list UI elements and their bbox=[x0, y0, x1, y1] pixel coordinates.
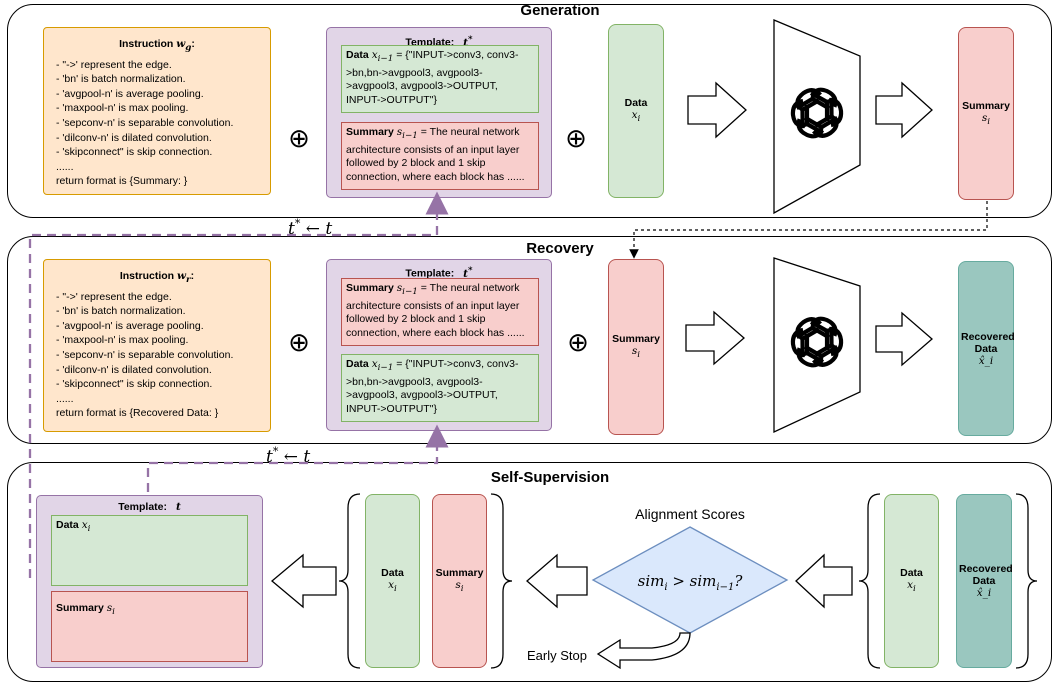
template-summary-box: Summary si−1 = The neural network archit… bbox=[341, 278, 539, 346]
instruction-line: - 'skipconnect" is skip connection. bbox=[56, 378, 213, 391]
feedback-label-recovery: t* ← t bbox=[266, 445, 310, 467]
hollow-arrow-icon bbox=[795, 553, 853, 609]
oplus-icon: ⊕ bbox=[288, 124, 310, 154]
instruction-ellipsis: ...... bbox=[56, 160, 74, 173]
oplus-icon: ⊕ bbox=[288, 328, 310, 358]
hollow-arrow-icon bbox=[875, 311, 933, 367]
feedback-label-generation: t* ← t bbox=[288, 217, 332, 239]
llm-trapezoid bbox=[773, 19, 861, 215]
early-stop-arrow bbox=[596, 632, 691, 670]
instruction-list: - "->' represent the edge. - 'bn' is bat… bbox=[44, 290, 270, 392]
instruction-return-format: return format is {Recovered Data: } bbox=[56, 407, 219, 420]
right-brace bbox=[490, 493, 513, 669]
template-summary-box: Summary si bbox=[51, 591, 248, 662]
oplus-icon: ⊕ bbox=[565, 124, 587, 154]
hollow-arrow-icon bbox=[687, 81, 747, 139]
hollow-arrow-icon bbox=[685, 310, 745, 366]
summary-to-recovery-connector bbox=[629, 201, 988, 259]
template-title: Template: bbox=[405, 267, 455, 280]
recovery-template-box: Template: t* Summary si−1 = The neural n… bbox=[326, 259, 552, 431]
self-supervision-template-box: Template: t Data xi Summary si bbox=[36, 495, 263, 668]
alignment-scores-label: Alignment Scores bbox=[635, 506, 745, 522]
template-symbol: t* bbox=[463, 265, 473, 280]
instruction-line: - 'bn' is batch normalization. bbox=[56, 73, 186, 86]
instruction-line: - "->' represent the edge. bbox=[56, 58, 172, 71]
hollow-arrow-icon bbox=[270, 553, 337, 609]
instruction-return-format: return format is {Summary: } bbox=[56, 175, 188, 188]
generation-title: Generation bbox=[520, 2, 600, 19]
instruction-list: - "->' represent the edge. - 'bn' is bat… bbox=[44, 58, 270, 160]
template-data-box: Data xi bbox=[51, 515, 248, 586]
instruction-line: - 'dilconv-n' is dilated convolution. bbox=[56, 131, 212, 144]
feedback-to-generation-line bbox=[28, 191, 449, 578]
template-data-box: Data xi−1 = {"INPUT->conv3, conv3->bn,bn… bbox=[341, 45, 539, 113]
instruction-line: - 'maxpool-n' is max pooling. bbox=[56, 102, 189, 115]
instruction-line: - 'avgpool-n' is average pooling. bbox=[56, 87, 204, 100]
hollow-arrow-icon bbox=[526, 553, 588, 609]
recovery-title: Recovery bbox=[526, 240, 594, 257]
instruction-title: Instruction bbox=[119, 38, 174, 50]
instruction-line: - 'avgpool-n' is average pooling. bbox=[56, 319, 204, 332]
right-brace bbox=[1015, 493, 1038, 669]
generation-template-box: Template: t* Data xi−1 = {"INPUT->conv3,… bbox=[326, 27, 552, 198]
instruction-title: Instruction bbox=[119, 270, 175, 282]
instruction-symbol: wr bbox=[177, 270, 191, 286]
instruction-line: - 'sepconv-n' is separable convolution. bbox=[56, 349, 234, 362]
template-data-box: Data xi−1 = {"INPUT->conv3, conv3->bn,bn… bbox=[341, 354, 539, 422]
early-stop-label: Early Stop bbox=[527, 648, 587, 663]
instruction-line: - "->' represent the edge. bbox=[56, 290, 172, 303]
self-supervision-title: Self-Supervision bbox=[490, 469, 610, 486]
instruction-ellipsis: ...... bbox=[56, 392, 74, 405]
instruction-line: - 'bn' is batch normalization. bbox=[56, 305, 186, 318]
instruction-line: - 'maxpool-n' is max pooling. bbox=[56, 334, 189, 347]
template-symbol: t* bbox=[463, 34, 473, 49]
template-title: Template: bbox=[118, 501, 168, 513]
feedback-to-recovery-line bbox=[146, 424, 449, 492]
instruction-line: - 'dilconv-n' is dilated convolution. bbox=[56, 363, 212, 376]
instruction-line: - 'skipconnect" is skip connection. bbox=[56, 146, 213, 159]
llm-trapezoid bbox=[773, 257, 861, 434]
hollow-arrow-icon bbox=[875, 81, 933, 139]
instruction-line: - 'sepconv-n' is separable convolution. bbox=[56, 117, 234, 130]
instruction-symbol: wg bbox=[176, 38, 192, 54]
left-brace bbox=[858, 493, 881, 669]
recovery-instruction-box: Instruction wr: - "->' represent the edg… bbox=[43, 259, 271, 432]
left-brace bbox=[338, 493, 361, 669]
template-symbol: t bbox=[175, 501, 181, 513]
oplus-icon: ⊕ bbox=[567, 328, 589, 358]
template-summary-box: Summary si−1 = The neural network archit… bbox=[341, 122, 539, 190]
generation-instruction-box: Instruction wg: - "->' represent the edg… bbox=[43, 27, 271, 195]
